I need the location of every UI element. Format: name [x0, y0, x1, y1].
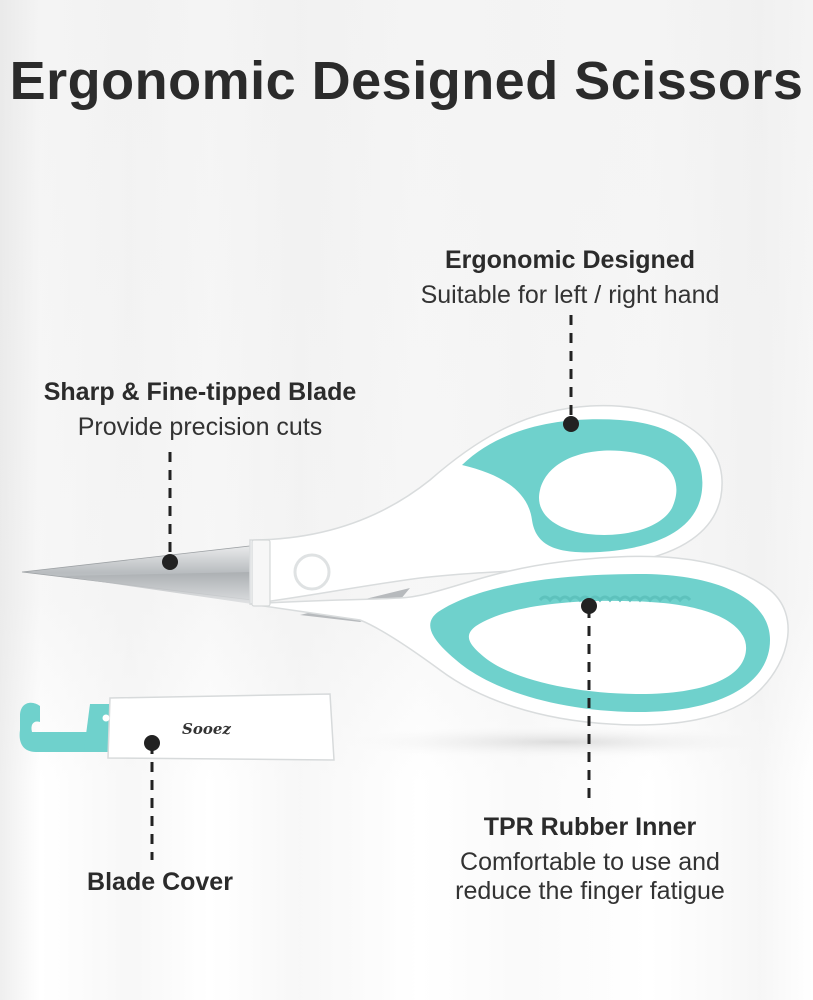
callout-blade-heading: Sharp & Fine-tipped Blade: [43, 378, 357, 406]
marker-ergonomic: [563, 416, 579, 432]
callout-cover: Blade Cover: [60, 868, 260, 897]
lower-ring-hole: [468, 600, 747, 694]
callout-tpr-detail-line1: Comfortable to use and: [460, 848, 720, 876]
upper-ring-hole: [539, 450, 677, 535]
callout-ergonomic: Ergonomic Designed Suitable for left / r…: [380, 246, 760, 310]
lower-blade: [60, 572, 252, 604]
callout-blade-detail: Provide precision cuts: [77, 413, 323, 441]
callout-tpr-heading: TPR Rubber Inner: [483, 813, 697, 841]
blade-cover-body: [107, 693, 335, 761]
grip-ridges: [538, 595, 692, 603]
callout-tpr-detail-line2: reduce the finger fatigue: [455, 877, 725, 905]
blade-collar: [251, 539, 271, 607]
callout-ergonomic-detail: Suitable for left / right hand: [420, 281, 720, 309]
brand-logo: Sooez: [182, 720, 231, 738]
callout-cover-heading: Blade Cover: [87, 868, 233, 896]
callout-tpr: TPR Rubber Inner Comfortable to use and …: [420, 813, 760, 906]
marker-cover: [144, 735, 160, 751]
pivot-screw: [293, 553, 331, 591]
marker-blade: [162, 554, 178, 570]
callout-blade: Sharp & Fine-tipped Blade Provide precis…: [15, 378, 385, 442]
page-title: Ergonomic Designed Scissors: [9, 51, 804, 111]
callout-ergonomic-heading: Ergonomic Designed: [444, 246, 696, 274]
blade-cover: [19, 693, 335, 761]
scissors-shadow: [310, 724, 810, 760]
marker-tpr: [581, 598, 597, 614]
